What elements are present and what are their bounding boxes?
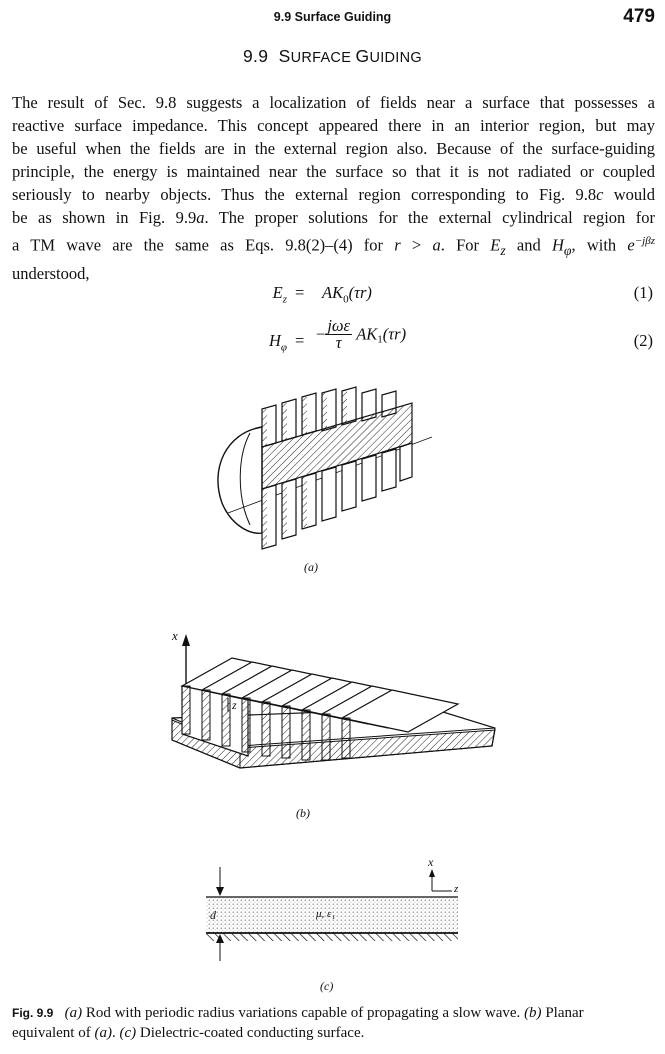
paragraph-line: reactive surface impedance. This concept… [12, 115, 655, 135]
eq2-number: (2) [633, 331, 653, 350]
eq2-equals: = [295, 331, 305, 350]
dielectric-coating-drawing [206, 867, 458, 961]
section-heading: 9.9 SURFACE GUIDING [0, 46, 665, 67]
paragraph-line: seriously to nearby objects. Thus the ex… [12, 184, 655, 204]
figure-b-axis-z: z [232, 698, 237, 712]
eq1-lhs: Ez [272, 283, 287, 306]
paragraph-line: be as shown in Fig. 9.9a. The proper sol… [12, 207, 655, 227]
caption-line-2: equivalent of (a). (c) Dielectric-coated… [12, 1024, 365, 1041]
corrugated-plane-drawing [171, 634, 496, 769]
figure-c: x z d μ, ε₁ (c) [0, 855, 665, 995]
paragraph-line: principle, the energy is maintained near… [12, 161, 655, 181]
running-header: 9.9 Surface Guiding 479 [0, 6, 665, 30]
section-number: 9.9 [243, 46, 269, 66]
figure-a: (a) [0, 385, 665, 575]
figure-c-medium-label: μ, ε₁ [316, 908, 336, 920]
equation-1: Ez = AK0(τr) (1) [0, 283, 665, 323]
figure-b: x z (b) [0, 628, 665, 823]
figure-c-label: (c) [320, 979, 334, 993]
paragraph-line: be useful when the fields are in the ext… [12, 138, 655, 158]
eq1-equals: = [295, 283, 305, 302]
figure-c-thickness-label: d [210, 908, 216, 922]
figure-c-axis-z: z [454, 883, 459, 895]
section-title: SURFACE GUIDING [278, 46, 422, 66]
corrugated-rod-drawing [217, 386, 433, 550]
figure-a-label: (a) [304, 560, 318, 574]
figure-b-label: (b) [296, 806, 310, 820]
paragraph-line: The result of Sec. 9.8 suggests a locali… [12, 93, 655, 112]
paragraph-line: understood, [12, 264, 90, 284]
figure-c-axis-x: x [428, 855, 434, 869]
paragraph-line: a TM wave are the same as Eqs. 9.8(2)–(4… [12, 235, 655, 259]
figure-caption: Fig. 9.9 (a) Rod with periodic radius va… [12, 1004, 655, 1043]
body-paragraph: The result of Sec. 9.8 suggests a locali… [12, 92, 655, 286]
caption-figure-tag: Fig. 9.9 [12, 1006, 54, 1020]
eq1-rhs: AK0(τr) [322, 283, 372, 306]
eq1-number: (1) [633, 283, 653, 302]
page-number: 479 [623, 6, 655, 27]
running-title: 9.9 Surface Guiding [273, 10, 392, 24]
figure-b-axis-x: x [172, 628, 178, 643]
caption-line-1: Fig. 9.9 (a) Rod with periodic radius va… [12, 1005, 584, 1021]
eq2-lhs: Hφ [268, 331, 287, 354]
